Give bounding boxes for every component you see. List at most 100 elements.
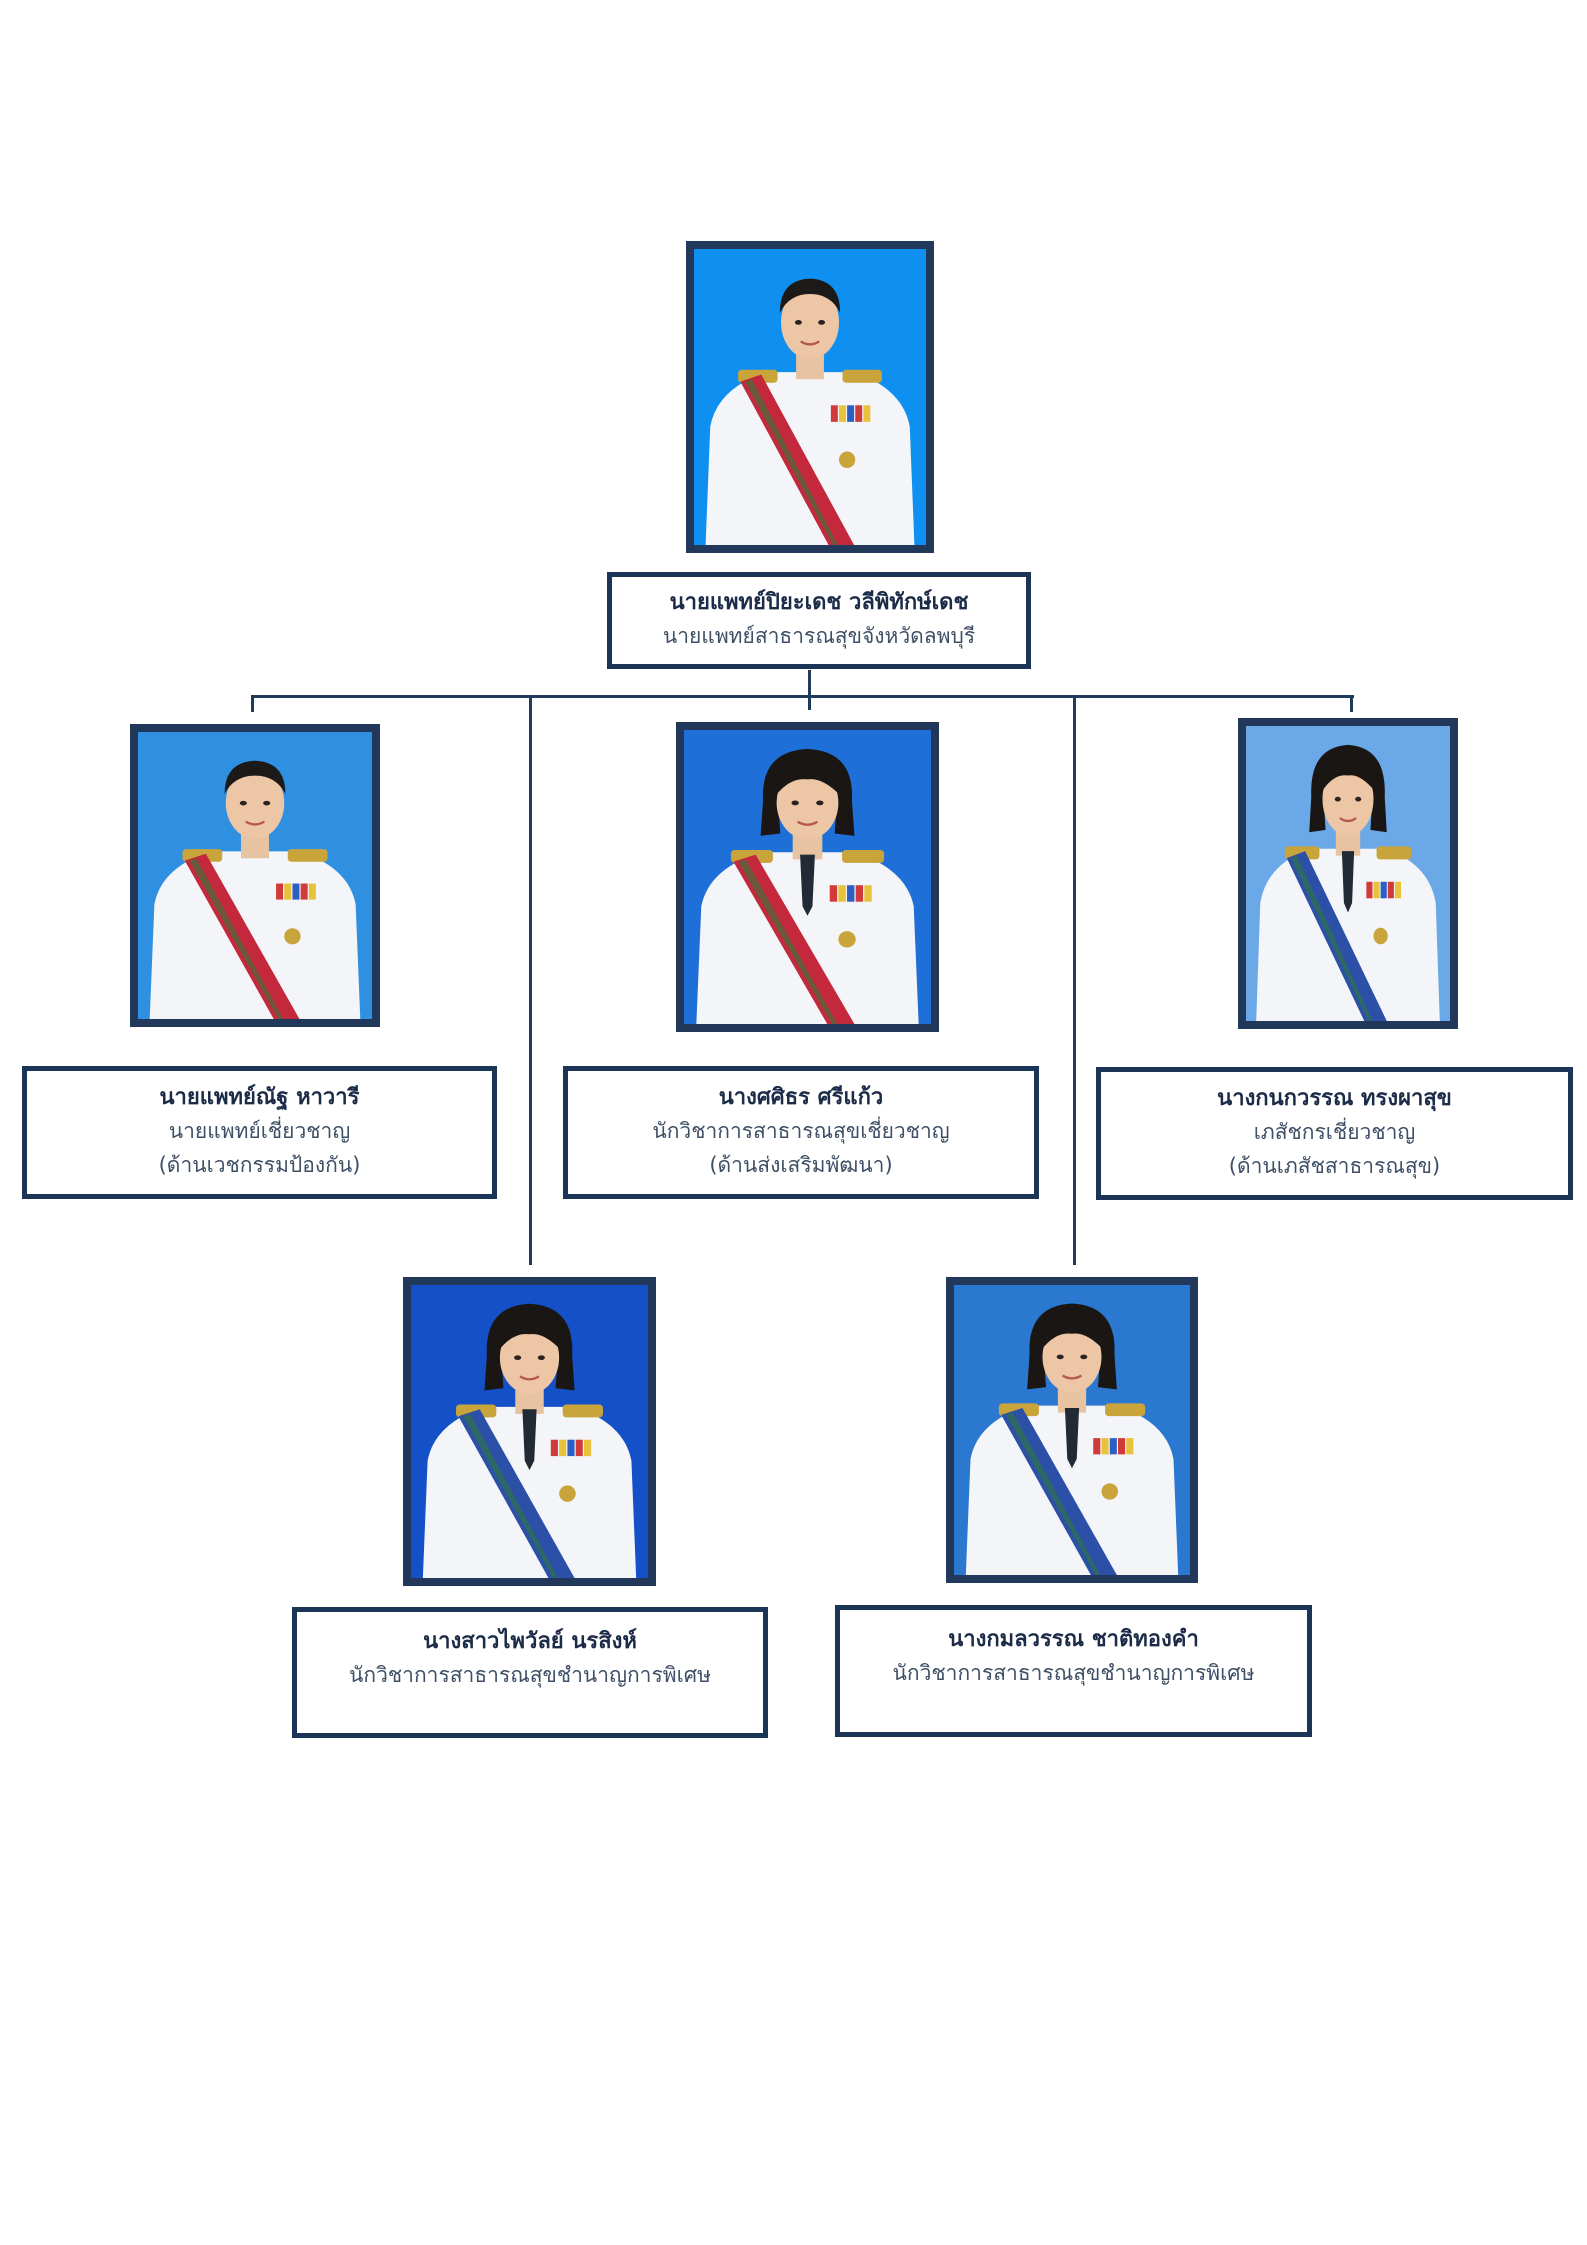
necktie xyxy=(1341,851,1355,913)
face xyxy=(1042,1320,1102,1393)
medal-ribbon xyxy=(1373,881,1380,899)
medal-ribbon xyxy=(567,1439,575,1457)
medal-ribbon xyxy=(847,405,855,422)
epaulette-right xyxy=(842,369,882,383)
sash-stripe xyxy=(1005,1412,1101,1575)
chief-photo xyxy=(686,241,934,553)
medal-ribbon xyxy=(838,885,846,902)
medal-ribbon xyxy=(550,1439,558,1457)
medal-ribbon xyxy=(839,405,846,422)
uniform-body xyxy=(1256,848,1440,1021)
medal-ribbon xyxy=(1101,1438,1109,1455)
portrait-illustration xyxy=(138,732,372,1019)
expert-photo-1 xyxy=(130,724,380,1027)
eye-right xyxy=(537,1355,545,1361)
expert-field-1: (ด้านเวชกรรมป้องกัน) xyxy=(158,1153,361,1177)
medal-ribbon xyxy=(1093,1438,1101,1455)
mouth xyxy=(1339,817,1357,823)
sash-stripe xyxy=(745,379,838,545)
medal-ribbon xyxy=(1126,1438,1134,1455)
hair xyxy=(224,760,286,794)
mouth xyxy=(800,340,820,346)
medal-badge xyxy=(284,928,301,945)
connector-drop-center xyxy=(808,695,811,710)
expert-name-box-1: นายแพทย์ณัฐ หาวารี นายแพทย์เชี่ยวชาญ (ด้… xyxy=(22,1066,497,1199)
hair xyxy=(779,278,841,313)
expert-name-1: นายแพทย์ณัฐ หาวารี xyxy=(159,1085,360,1110)
eye-right xyxy=(1355,796,1362,802)
sash-stripe xyxy=(189,858,284,1019)
medal-ribbon xyxy=(308,883,316,900)
portrait-illustration xyxy=(1246,726,1450,1021)
connector-long-right xyxy=(1073,695,1076,1265)
hair-fringe xyxy=(1321,755,1376,793)
face xyxy=(781,285,839,360)
specialist-photo-2 xyxy=(946,1277,1198,1583)
expert-position-1: นายแพทย์เชี่ยวชาญ xyxy=(168,1119,351,1143)
eye-right xyxy=(816,800,824,806)
epaulette-right xyxy=(1105,1403,1146,1417)
medal-ribbon xyxy=(284,883,292,900)
expert-photo-3 xyxy=(1238,718,1458,1029)
medal-ribbon xyxy=(847,885,855,902)
epaulette-right xyxy=(1376,846,1412,860)
necktie xyxy=(522,1409,537,1471)
mouth xyxy=(519,1375,540,1381)
specialist-name-2: นางกมลวรรณ ชาติทองคำ xyxy=(948,1627,1199,1652)
epaulette-right xyxy=(842,849,885,863)
medal-ribbon xyxy=(1380,881,1387,899)
portrait-illustration xyxy=(694,249,926,545)
medal-ribbon xyxy=(300,883,308,900)
sash-stripe xyxy=(1290,855,1373,1021)
specialist-name-box-1: นางสาวไพวัลย์ นรสิงห์ นักวิชาการสาธารณสุ… xyxy=(292,1607,768,1738)
medal-ribbon xyxy=(855,885,864,902)
expert-position-3: เภสัชกรเชี่ยวชาญ xyxy=(1253,1120,1416,1144)
medal-ribbon xyxy=(863,405,871,422)
face xyxy=(776,766,839,840)
chief-position: นายแพทย์สาธารณสุขจังหวัดลพบุรี xyxy=(662,624,976,648)
medal-ribbon xyxy=(584,1439,592,1457)
medal-badge xyxy=(839,451,856,469)
eye-right xyxy=(1080,1354,1088,1360)
hair-fringe xyxy=(1041,1314,1104,1350)
medal-ribbon xyxy=(829,885,838,902)
eye-left xyxy=(239,800,247,806)
eye-left xyxy=(791,800,799,806)
medal-ribbon xyxy=(855,405,863,422)
medal-ribbon xyxy=(1387,881,1394,899)
expert-field-3: (ด้านเภสัชสาธารณสุข) xyxy=(1228,1154,1441,1178)
sash-stripe xyxy=(463,1413,558,1578)
medal-ribbon xyxy=(575,1439,583,1457)
chief-name-box: นายแพทย์ปิยะเดช วลีพิทักษ์เดช นายแพทย์สา… xyxy=(607,572,1031,669)
sash-stripe xyxy=(738,859,838,1024)
specialist-position-1: นักวิชาการสาธารณสุขชำนาญการพิเศษ xyxy=(349,1663,711,1687)
medal-ribbon xyxy=(1118,1438,1126,1455)
medal-ribbon xyxy=(1394,881,1402,899)
epaulette-right xyxy=(562,1404,603,1418)
eye-left xyxy=(514,1355,522,1361)
eye-right xyxy=(818,320,826,325)
expert-field-2: (ด้านส่งเสริมพัฒนา) xyxy=(709,1153,893,1177)
medal-ribbon xyxy=(276,883,284,900)
portrait-illustration xyxy=(954,1285,1190,1575)
connector-drop-right xyxy=(1350,695,1353,712)
expert-name-3: นางกนกวรรณ ทรงผาสุข xyxy=(1217,1086,1452,1111)
specialist-name-1: นางสาวไพวัลย์ นรสิงห์ xyxy=(423,1629,637,1654)
necktie xyxy=(800,854,815,916)
medal-ribbon xyxy=(1109,1438,1117,1455)
medal-ribbon xyxy=(864,885,872,902)
expert-name-box-2: นางศศิธร ศรีแก้ว นักวิชาการสาธารณสุขเชี่… xyxy=(563,1066,1039,1199)
hair-fringe xyxy=(498,1314,562,1351)
face xyxy=(499,1321,560,1394)
connector-chief-down xyxy=(808,670,811,710)
portrait-illustration xyxy=(684,730,931,1024)
epaulette-right xyxy=(287,849,328,862)
face xyxy=(225,767,285,839)
expert-name-2: นางศศิธร ศรีแก้ว xyxy=(718,1085,884,1110)
connector-long-left xyxy=(529,695,532,1265)
mouth xyxy=(1061,1374,1083,1380)
uniform-body xyxy=(149,851,361,1019)
connector-drop-left xyxy=(251,695,254,712)
expert-photo-2 xyxy=(676,722,939,1032)
